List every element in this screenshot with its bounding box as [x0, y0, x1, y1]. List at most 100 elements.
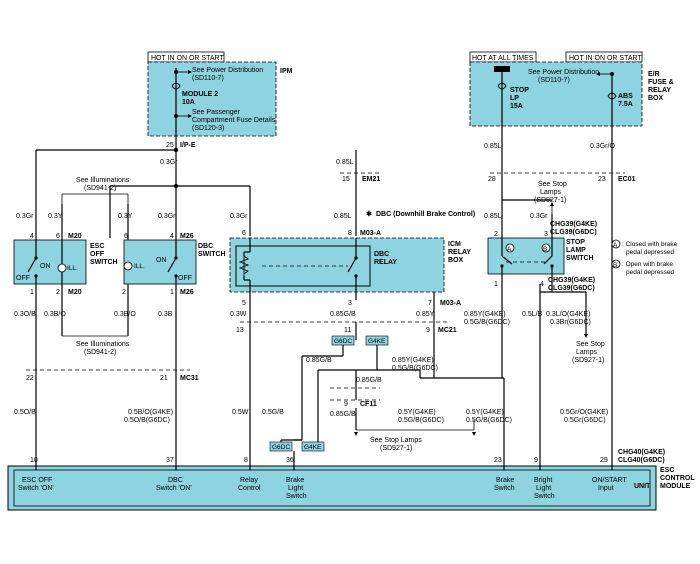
esc-in6a: Bright	[534, 477, 552, 484]
ipm-pin: 25	[166, 142, 174, 149]
esc-control-module: CHG40(G4KE) CLG40(G6DC) 10 37 8 36 23 9 …	[7, 449, 695, 511]
ec01-w28: 0.85L	[484, 213, 502, 220]
dbc-ill: ILL.	[134, 263, 145, 270]
stop-w-top: 0.85L	[484, 143, 502, 150]
cf11-wg4: 0.85G/B	[356, 377, 382, 384]
esc-in7b: Input	[598, 485, 614, 492]
esc-mod-pin: 37	[166, 457, 174, 464]
esc-box	[13, 239, 87, 285]
lw4: 0.5G/B	[262, 409, 284, 416]
mc31-pin22: 22	[26, 375, 34, 382]
icm-w5: 0.3W	[230, 311, 247, 318]
esc-off: OFF	[16, 275, 30, 282]
er-block: HOT AT ALL TIMES HOT IN ON OR START E/R …	[469, 51, 674, 150]
dbc-switch: 0.3Y 0.3Gr 6 4 M26 DBC SWITCH ILL. ON OF…	[114, 204, 226, 318]
esc-mod-pin: 10	[30, 457, 38, 464]
em21-pin: 15	[342, 176, 350, 183]
icm-w6: 0.3Gr	[230, 213, 248, 220]
ipm-box	[147, 61, 277, 137]
ipm-wire: 0.3Gr	[160, 159, 178, 166]
mc21-pin11: 11	[344, 327, 351, 334]
dbc-w6: 0.3Y	[118, 213, 133, 220]
em21-conn: EM21	[362, 176, 380, 183]
cf11-below: 0.85G/B	[330, 411, 356, 418]
esc-in5b: Switch	[494, 485, 515, 492]
esc-in4c: Switch	[286, 493, 307, 500]
dbc-w2: 0.3B	[158, 311, 173, 318]
dbc-note: DBC (Downhill Brake Control)	[376, 211, 475, 218]
lw7b: 0.5Gr(G6DC)	[564, 417, 606, 424]
lw7a: 0.5Gr/O(G4KE)	[560, 409, 608, 416]
esc-mod-conn1: CHG40(G4KE)	[618, 449, 665, 456]
esc-in1b: Switch 'ON'	[18, 485, 54, 492]
cf11-mid-b: 0.5G/B(G6DC)	[392, 365, 438, 372]
esc-mod-pin: 29	[600, 457, 608, 464]
illum-top2: (SD941-2)	[84, 185, 116, 192]
stop-conn-top2: CLG39(G6DC)	[550, 229, 597, 236]
esc-in3b: Control	[238, 485, 261, 492]
lw1: 0.5O/B	[14, 409, 36, 416]
esc-w6: 0.3Y	[48, 213, 63, 220]
cf11-ref-b: (SD927-1)	[380, 445, 412, 452]
stop-w3: 0.3Gr	[530, 213, 548, 220]
icm-pin6: 6	[242, 230, 246, 237]
lw5a: 0.5Y(G4KE)	[398, 409, 436, 416]
er-name4: BOX	[648, 95, 664, 102]
stop-w4b: 0.3Br(G6DC)	[550, 319, 591, 326]
esc-in6c: Switch	[534, 493, 555, 500]
mc21-conn: MC21	[438, 327, 457, 334]
esc-in2b: Switch 'ON'	[156, 485, 192, 492]
ipm-ref1b: (SD110-7)	[192, 75, 224, 82]
stop-title3: SWITCH	[566, 255, 594, 262]
esc-w2: 0.3B/O	[44, 311, 66, 318]
esc-title2: OFF	[90, 251, 105, 258]
dbc-on: ON	[156, 257, 167, 264]
esc-mod-inner	[13, 469, 651, 507]
esc-in2a: DBC	[168, 477, 183, 484]
stop-a: A	[507, 246, 512, 253]
esc-conn-top: M20	[68, 233, 82, 240]
er-fuse1b: LP	[510, 95, 519, 102]
stop-ref-a: See Stop	[538, 181, 567, 188]
stop-w4a: 0.3L/O(G4KE)	[546, 311, 590, 318]
em21-wire: 0.85L	[336, 159, 354, 166]
legend-b1: : Open with brake	[622, 261, 673, 268]
mc21-pin9: 9	[426, 327, 430, 334]
mc31-conn: MC31	[180, 375, 199, 382]
esc-pin4: 4	[30, 233, 34, 240]
esc-mod-title3: MODULE	[660, 483, 691, 490]
dbc-pin1: 1	[170, 289, 174, 296]
stop-conn-top1: CHG39(G4KE)	[550, 221, 597, 228]
mc21-w1a: 0.85Y(G4KE)	[464, 311, 506, 318]
esc-in7a: ON/START	[592, 477, 627, 484]
ec01-pin28: 28	[488, 176, 496, 183]
esc-pin2: 2	[56, 289, 60, 296]
icm-conn: M03-A	[360, 230, 381, 237]
esc-in5a: Brake	[496, 477, 514, 484]
dbc-conn-top: M26	[180, 233, 194, 240]
ipm-ref2c: (SD120-3)	[192, 125, 224, 132]
cf11-wg6: 0.85G/B	[306, 357, 332, 364]
ipm-fuse: MODULE 2	[182, 91, 218, 98]
er-fuse1: STOP	[510, 87, 529, 94]
esc-mod-outer	[7, 465, 657, 511]
icm-w3: 0.85G/B	[330, 311, 356, 318]
stop-ref2-c: (SD927-1)	[572, 357, 604, 364]
ipm-amp: 10A	[182, 99, 195, 106]
ipm-name: IPM	[280, 68, 293, 75]
icm-w7: 0.85Y	[416, 311, 435, 318]
dbc-w1: 0.3B/O	[114, 311, 136, 318]
lw6b: 0.5G/B(G6DC)	[466, 417, 512, 424]
mc31-pin21: 21	[160, 375, 168, 382]
ipm-ref1a: See Power Distribution	[192, 67, 263, 74]
mc21-pin13: 13	[236, 327, 244, 334]
dbc-w4: 0.3Gr	[158, 213, 176, 220]
ec01-pin23: 23	[598, 176, 606, 183]
icm-relay-box: 0.3Gr 6 8 M03-A ICM RELAY BOX DBC RELAY …	[229, 213, 471, 378]
stop-pin2: 2	[494, 231, 498, 238]
legend-a1: : Closed with brake	[622, 241, 678, 248]
esc-mod-pin: 8	[244, 457, 248, 464]
ipm-block: HOT IN ON OR START IPM See Power Distrib…	[147, 51, 293, 166]
icm-pin7: 7	[428, 300, 432, 307]
illum-top: See Illuminations	[76, 177, 130, 184]
